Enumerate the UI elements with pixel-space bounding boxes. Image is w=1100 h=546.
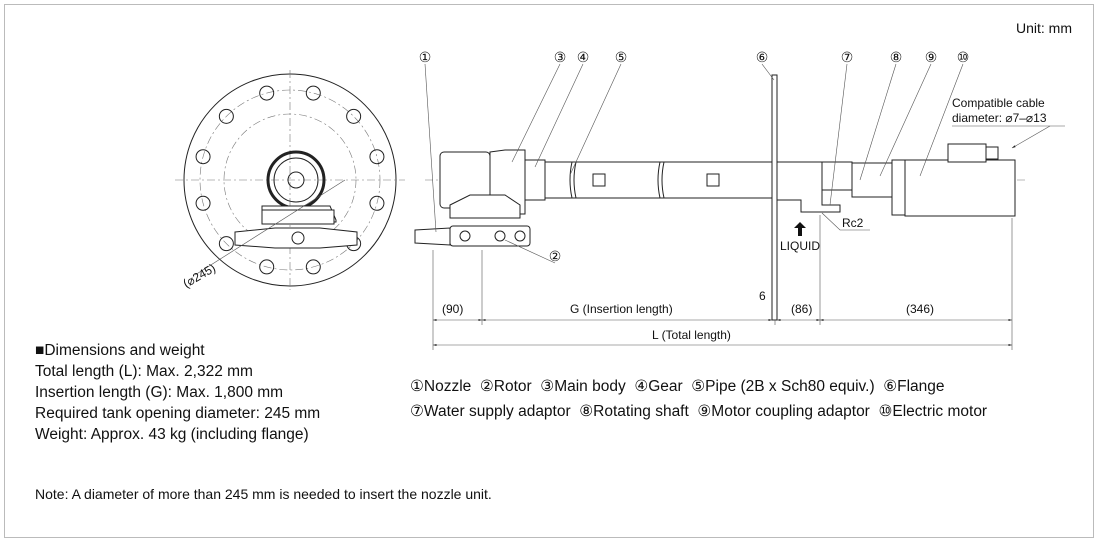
rc2-label: Rc2 [842,216,864,230]
liquid-label: LIQUID [780,239,820,253]
callout-6: ⑥ [756,49,769,65]
callout-9: ⑨ [925,49,938,65]
leader-line [879,63,932,177]
dim-6: 6 [759,289,766,303]
dimension-lines: (90) G (Insertion length) 6 (86) (346) L… [432,215,1013,350]
spec-line: Insertion length (G): Max. 1,800 mm [35,384,284,401]
spec-line: Required tank opening diameter: 245 mm [35,405,321,422]
leader-line [761,63,775,81]
bolt-hole [369,195,385,211]
parts-legend-row2: ⑦Water supply adaptor ⑧Rotating shaft ⑨M… [410,403,988,420]
bolt-hole [195,195,211,211]
bolt-hole [195,149,211,165]
nozzle-side-view: Compatible cable diameter: ⌀7–⌀13 Rc2 LI… [414,63,1065,321]
spec-line: Total length (L): Max. 2,322 mm [35,363,253,380]
leader-line [829,63,848,206]
callout-5: ⑤ [615,49,628,65]
leader-line [919,63,964,177]
bolt-hole [218,108,234,124]
leader-line [511,63,561,163]
callout-4: ④ [577,49,590,65]
bolt-hole [259,85,275,101]
unit-label: Unit: mm [1016,20,1072,36]
parts-legend-row1: ①Nozzle ②Rotor ③Main body ④Gear ⑤Pipe (2… [410,378,945,395]
drawing-frame [4,4,1094,538]
dim-g: G (Insertion length) [570,302,673,316]
bolt-hole [369,149,385,165]
bolt-hole [346,108,362,124]
leader-line [859,63,897,181]
dim-90: (90) [442,302,463,316]
callout-3: ③ [554,49,567,65]
flange-front-view: (⌀245) [175,70,405,291]
callout-7: ⑦ [841,49,854,65]
cable-note-line2: diameter: ⌀7–⌀13 [952,111,1047,125]
bolt-hole [218,236,234,252]
dim-346: (346) [906,302,934,316]
leader-line [569,63,622,176]
liquid-arrow-icon [794,222,806,236]
dim-l: L (Total length) [652,328,731,342]
diameter-label: (⌀245) [181,261,219,291]
dim-86: (86) [791,302,812,316]
callout-10: ⑩ [957,49,970,65]
leader-line [424,63,437,233]
leader-line [504,239,556,264]
callout-8: ⑧ [890,49,903,65]
leader-line [534,63,584,168]
specs-heading: ■Dimensions and weight [35,342,205,359]
spec-line: Weight: Approx. 43 kg (including flange) [35,426,309,443]
bolt-hole [305,259,321,275]
bolt-hole [259,259,275,275]
bolt-hole [305,85,321,101]
callout-2: ② [549,248,562,264]
callout-1: ① [419,49,432,65]
note: Note: A diameter of more than 245 mm is … [35,486,492,502]
cable-note-line1: Compatible cable [952,96,1045,110]
